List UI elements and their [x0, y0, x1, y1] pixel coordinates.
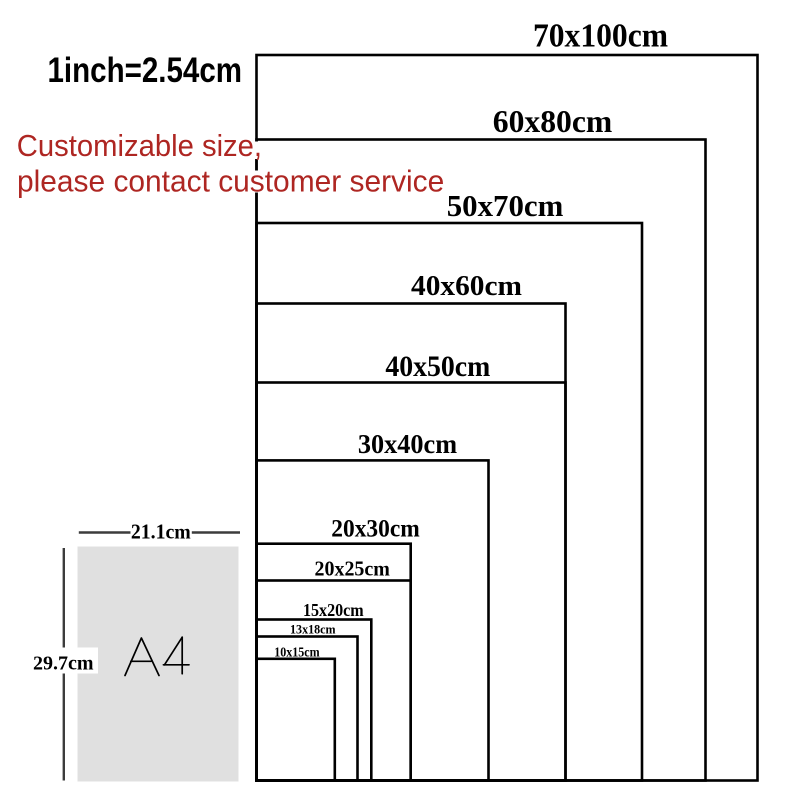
- svg-text:21.1cm: 21.1cm: [131, 521, 191, 544]
- svg-text:29.7cm: 29.7cm: [33, 652, 94, 674]
- svg-text:50x70cm: 50x70cm: [447, 188, 564, 223]
- svg-text:40x50cm: 40x50cm: [385, 350, 490, 383]
- svg-text:30x40cm: 30x40cm: [358, 428, 457, 459]
- svg-text:13x18cm: 13x18cm: [290, 622, 336, 636]
- svg-text:1inch=2.54cm: 1inch=2.54cm: [48, 49, 242, 89]
- svg-text:60x80cm: 60x80cm: [493, 104, 613, 139]
- svg-text:Customizable size,: Customizable size,: [17, 129, 262, 163]
- svg-text:40x60cm: 40x60cm: [411, 270, 522, 302]
- svg-text:please contact customer servic: please contact customer service: [17, 165, 444, 198]
- svg-text:20x25cm: 20x25cm: [315, 558, 390, 581]
- svg-text:70x100cm: 70x100cm: [533, 18, 668, 55]
- svg-text:20x30cm: 20x30cm: [331, 515, 419, 543]
- svg-text:15x20cm: 15x20cm: [303, 600, 364, 620]
- svg-text:10x15cm: 10x15cm: [274, 645, 320, 660]
